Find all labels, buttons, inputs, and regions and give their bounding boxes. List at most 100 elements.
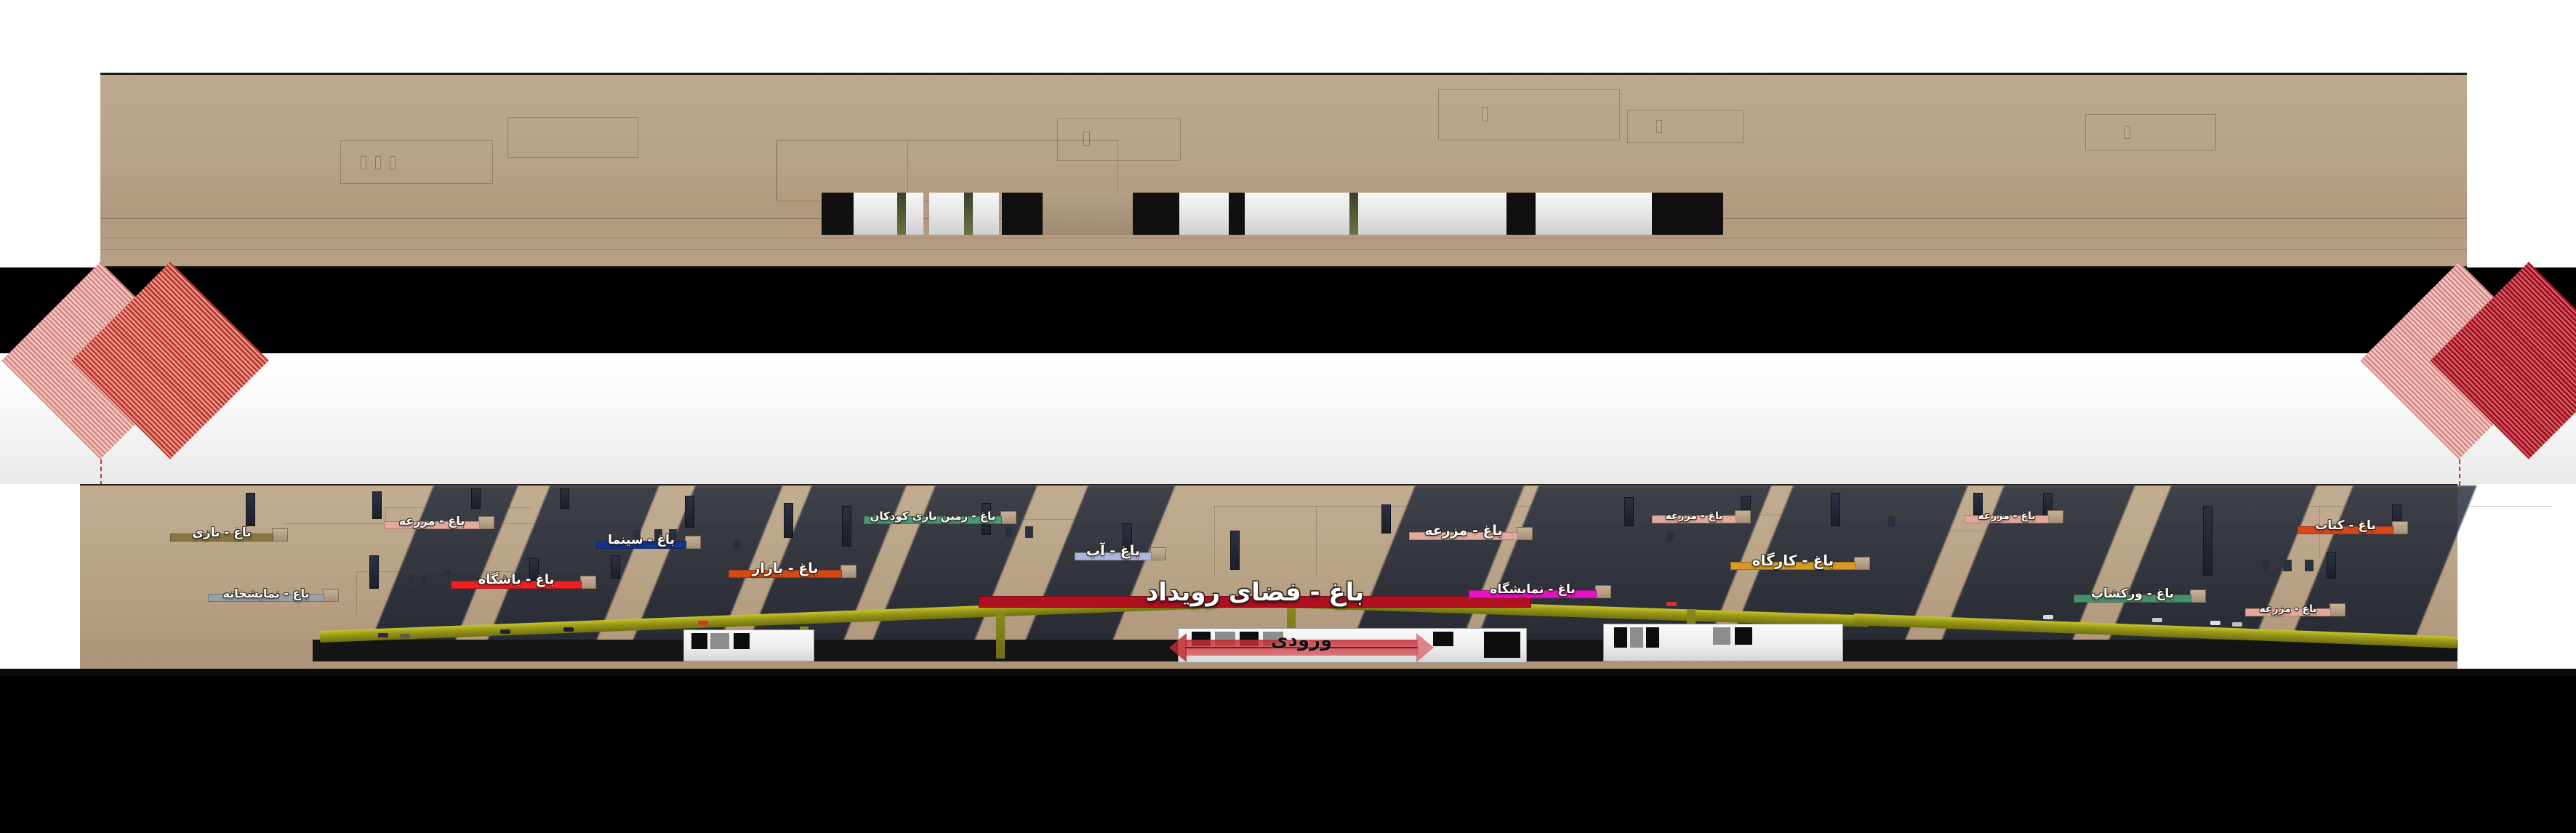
footer-black-band bbox=[0, 676, 2576, 833]
label-color-bar bbox=[2245, 608, 2331, 616]
label-end-tab bbox=[2190, 589, 2206, 603]
label-bagh-namayeshgah[interactable]: باغ - نمایشگاه bbox=[1469, 574, 1611, 598]
label-color-bar bbox=[729, 570, 842, 578]
label-end-tab bbox=[2330, 603, 2346, 616]
facade-window bbox=[633, 529, 641, 541]
label-end-tab bbox=[2047, 510, 2063, 523]
upper-openings-strip bbox=[822, 193, 1723, 235]
label-text: باغ - مزرعه bbox=[1978, 510, 2036, 522]
label-text: باغ - نمایشخانه bbox=[222, 587, 310, 600]
label-bagh-mazrae-1[interactable]: باغ - مزرعه bbox=[384, 506, 494, 529]
opening-void bbox=[1002, 193, 1043, 235]
chimney bbox=[2327, 552, 2336, 579]
label-bagh-bashgah[interactable]: باغ - باشگاه bbox=[451, 564, 596, 589]
facade-window bbox=[2261, 560, 2270, 571]
facade-line bbox=[100, 249, 2467, 250]
opening-column bbox=[897, 193, 906, 235]
facade-panel bbox=[340, 140, 493, 184]
facade-slot bbox=[1482, 107, 1488, 121]
label-color-bar bbox=[451, 581, 582, 589]
entrance-marker[interactable]: ورودی bbox=[1169, 629, 1434, 664]
label-bagh-mazrae-5[interactable]: باغ - مزرعه bbox=[2245, 595, 2346, 616]
chimney bbox=[842, 506, 851, 547]
chimney bbox=[2203, 506, 2212, 576]
facade-window bbox=[407, 574, 414, 584]
chimney bbox=[471, 488, 481, 509]
facade-line bbox=[1214, 506, 1534, 507]
label-bagh-bazi[interactable]: باغ - بازی bbox=[170, 518, 288, 542]
label-bagh-event-space[interactable]: باغ - فضای رویداد bbox=[979, 574, 1531, 608]
facade-slot bbox=[1083, 132, 1090, 146]
label-end-tab bbox=[1595, 585, 1611, 598]
facade-slot bbox=[361, 156, 366, 169]
chimney bbox=[685, 496, 694, 528]
entrance-label: ورودی bbox=[1270, 629, 1333, 651]
label-bagh-ab[interactable]: باغ - آب bbox=[1075, 535, 1166, 560]
facade-window bbox=[1005, 526, 1013, 538]
road-pier bbox=[996, 613, 1005, 659]
label-text: باغ - کارگاه bbox=[1752, 552, 1834, 569]
vehicle bbox=[2152, 618, 2162, 622]
opening-glass bbox=[1536, 193, 1652, 235]
upper-facade bbox=[100, 73, 2467, 267]
opening-glass bbox=[1288, 193, 1397, 235]
facade-window bbox=[2305, 560, 2314, 571]
facade-slot bbox=[1656, 120, 1662, 133]
facade-slot bbox=[375, 156, 381, 169]
label-color-bar bbox=[2298, 526, 2394, 534]
chimney bbox=[784, 503, 793, 538]
facade-line bbox=[2254, 506, 2255, 558]
label-end-tab bbox=[1854, 557, 1870, 570]
label-end-tab bbox=[840, 565, 856, 578]
label-bagh-cinema[interactable]: باغ - سینما bbox=[596, 525, 701, 549]
label-end-tab bbox=[272, 528, 288, 542]
facade-line bbox=[2174, 506, 2552, 507]
label-color-bar bbox=[864, 516, 1002, 524]
opening-glass bbox=[1397, 193, 1506, 235]
label-bagh-mazrae-4[interactable]: باغ - مزرعه bbox=[1965, 502, 2063, 523]
label-bagh-mazrae-2[interactable]: باغ - مزرعه bbox=[1409, 515, 1533, 540]
label-text: باغ - نمایشگاه bbox=[1490, 582, 1576, 597]
sky-gradient-band bbox=[0, 353, 2576, 484]
facade-slot bbox=[2124, 126, 2130, 139]
chimney bbox=[611, 555, 620, 579]
facade-window bbox=[669, 529, 677, 541]
label-bagh-bazaar[interactable]: باغ - بازار bbox=[729, 552, 856, 578]
label-color-bar bbox=[1075, 552, 1152, 560]
label-bagh-kargah[interactable]: باغ - کارگاه bbox=[1730, 544, 1870, 570]
label-bagh-zamin-bazi[interactable]: باغ - زمین بازی کودکان bbox=[864, 502, 1016, 524]
opening-void bbox=[1506, 193, 1536, 235]
label-color-bar bbox=[1730, 562, 1855, 570]
label-text: باغ - زمین بازی کودکان bbox=[870, 510, 996, 523]
chimney bbox=[1831, 493, 1840, 526]
entrance-axis bbox=[1185, 647, 1418, 648]
label-text: باغ - کتاب bbox=[2315, 518, 2376, 533]
facade-slot bbox=[390, 156, 396, 169]
facade-panel bbox=[507, 117, 638, 158]
storefront-glazing-right bbox=[1603, 624, 1843, 661]
facade-window bbox=[1666, 531, 1674, 542]
facade-window bbox=[1887, 516, 1895, 528]
label-text: باغ - ورکشاپ bbox=[2090, 587, 2175, 601]
label-bagh-namayeshkhaneh[interactable]: باغ - نمایشخانه bbox=[208, 579, 339, 602]
chimney bbox=[1381, 504, 1391, 534]
facade-window bbox=[1025, 526, 1033, 538]
label-bagh-workshop[interactable]: باغ - ورکشاپ bbox=[2074, 579, 2206, 603]
label-color-bar bbox=[979, 596, 1531, 608]
storefront-glazing bbox=[683, 629, 814, 661]
facade-panel bbox=[1438, 89, 1620, 140]
label-text: باغ - باشگاه bbox=[478, 572, 555, 587]
opening-column bbox=[1349, 193, 1358, 235]
label-color-bar bbox=[1652, 515, 1736, 523]
storefront-glazing-center bbox=[1178, 628, 1527, 663]
chimney bbox=[1230, 531, 1240, 570]
facade-window bbox=[444, 568, 452, 580]
facade-window bbox=[420, 574, 428, 584]
facade-window bbox=[2283, 560, 2292, 571]
label-bagh-mazrae-3[interactable]: باغ - مزرعه bbox=[1652, 502, 1751, 523]
label-bagh-ketab[interactable]: باغ - کتاب bbox=[2298, 510, 2408, 534]
facade-line bbox=[356, 571, 589, 572]
label-end-tab bbox=[1517, 527, 1533, 540]
label-text: باغ - مزرعه bbox=[1424, 523, 1503, 539]
